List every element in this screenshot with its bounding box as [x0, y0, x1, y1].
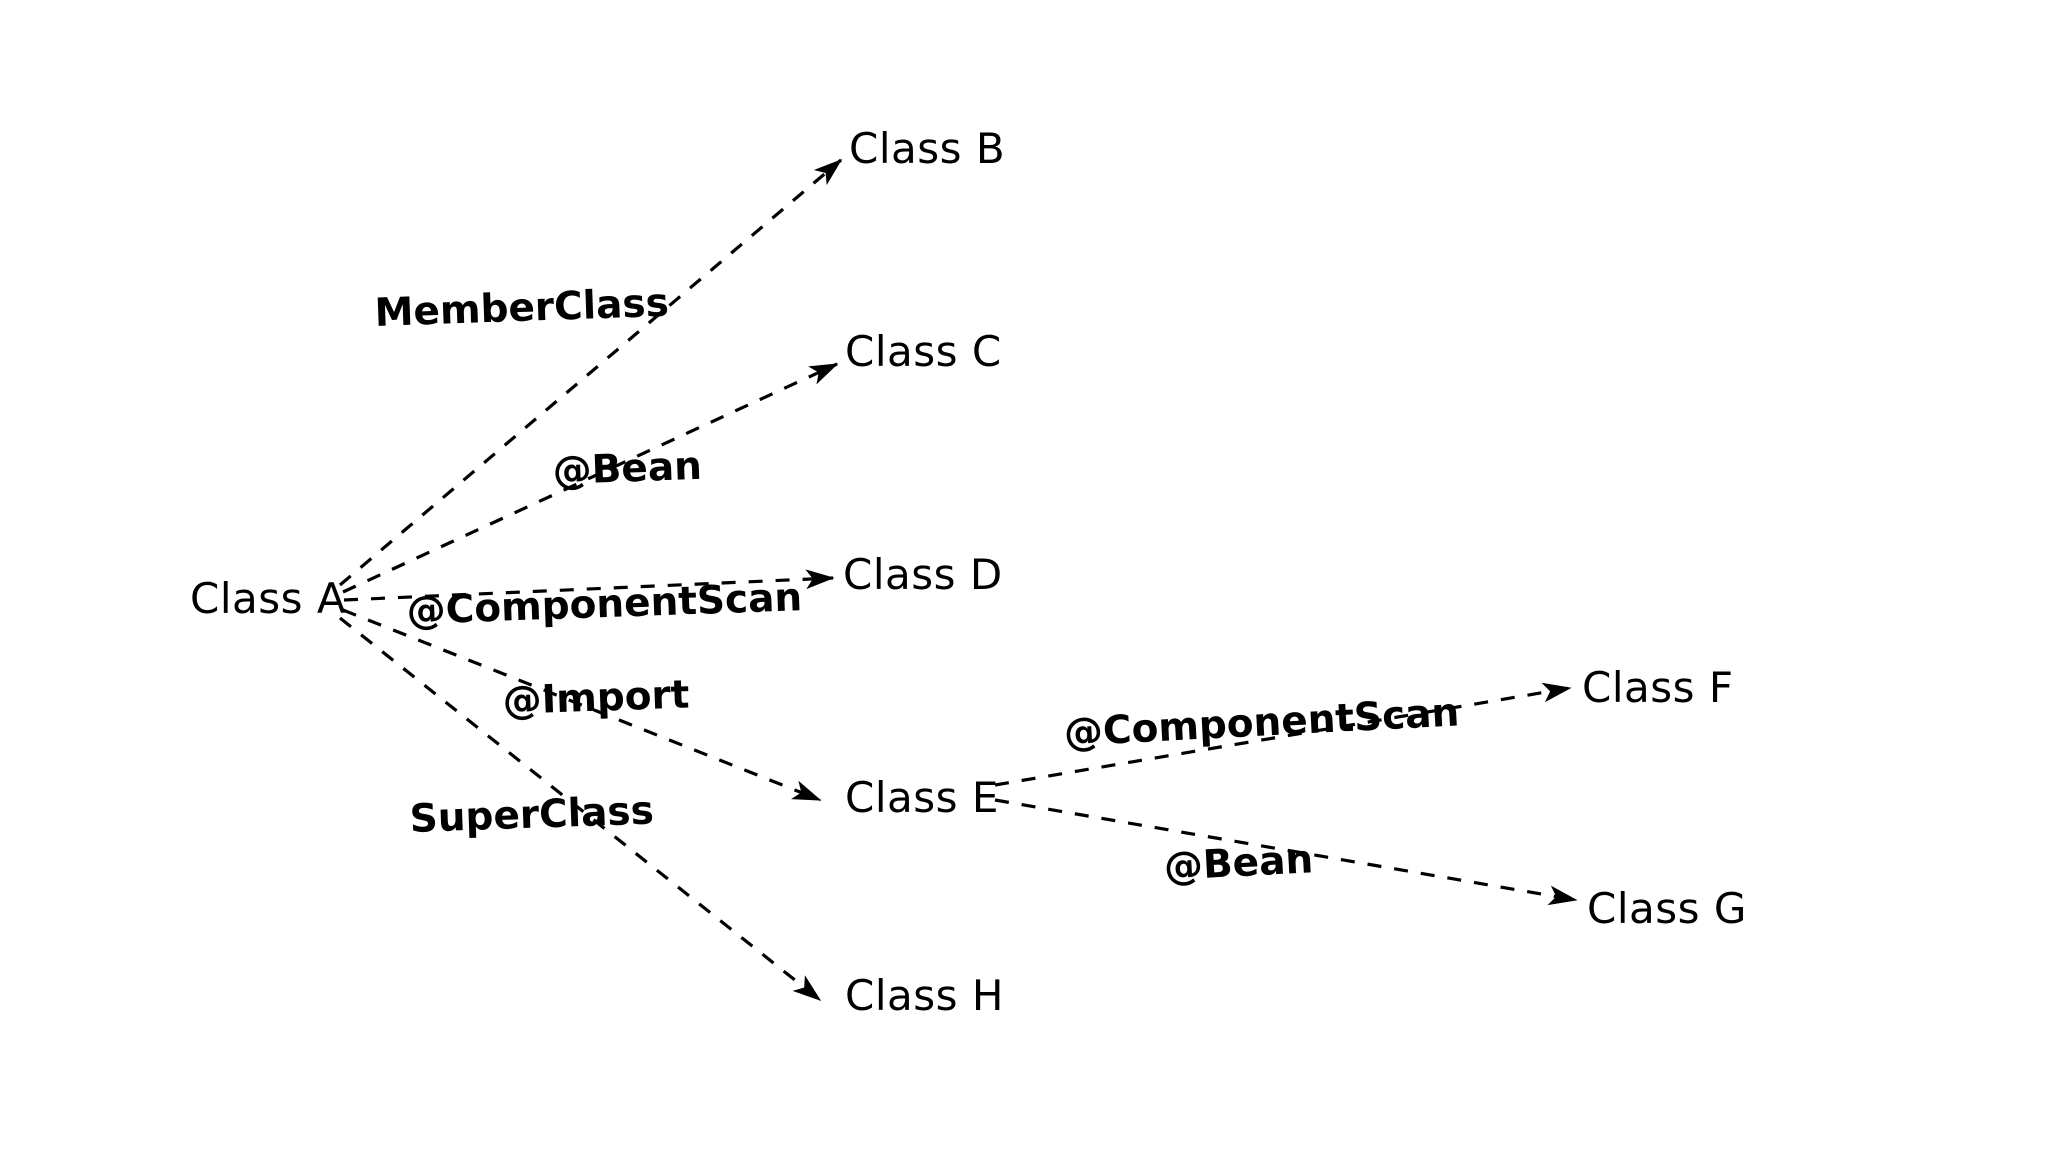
node-class-g[interactable]: Class G — [1587, 884, 1747, 933]
edge-label-a-b: MemberClass — [373, 280, 670, 336]
edge-label-e-g: @Bean — [1162, 837, 1315, 890]
edge-label-a-h: SuperClass — [408, 788, 655, 842]
node-class-c[interactable]: Class C — [845, 327, 1002, 376]
edge-a-to-d — [343, 569, 835, 602]
edge-label-a-e: @Import — [501, 672, 691, 724]
node-class-d[interactable]: Class D — [843, 550, 1003, 599]
edge-label-a-c: @Bean — [551, 443, 703, 494]
node-class-f[interactable]: Class F — [1582, 663, 1734, 712]
edge-a-to-b — [338, 158, 843, 587]
node-class-b[interactable]: Class B — [849, 124, 1006, 173]
node-class-h[interactable]: Class H — [845, 971, 1004, 1020]
node-class-e[interactable]: Class E — [845, 773, 999, 822]
edge-a-to-h — [339, 616, 822, 1002]
edge-e-to-g — [994, 798, 1578, 906]
edge-a-to-c — [342, 362, 839, 594]
edge-a-to-e — [342, 608, 822, 802]
node-class-a[interactable]: Class A — [190, 574, 347, 623]
